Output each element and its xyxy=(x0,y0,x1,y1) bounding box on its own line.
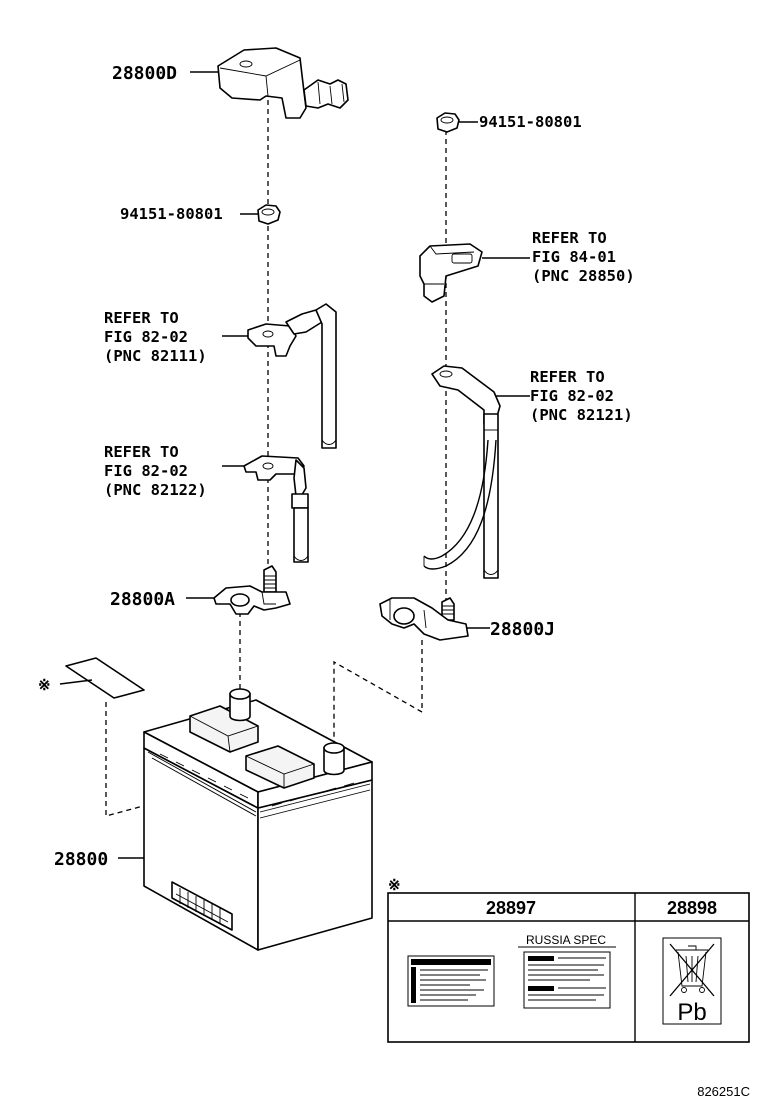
right-terminal-to-battery-line xyxy=(333,640,423,742)
terminal-cover-28800D[interactable] xyxy=(217,47,349,119)
nut-left[interactable] xyxy=(257,204,281,225)
ref-28850-line1: REFER TO xyxy=(532,229,607,247)
label-28800A: 28800A xyxy=(110,589,175,610)
ref-82111-line3: (PNC 82111) xyxy=(104,347,207,365)
nut-right[interactable] xyxy=(436,112,460,133)
table-header-28897: 28897 xyxy=(486,898,536,918)
ref-82122-line1: REFER TO xyxy=(104,443,179,461)
cable-terminal-82111[interactable] xyxy=(247,303,337,449)
ref-28850-line2: FIG 84-01 xyxy=(532,248,616,266)
ref-82121-line1: REFER TO xyxy=(530,368,605,386)
ref-82121-line3: (PNC 82121) xyxy=(530,406,633,424)
sticker-placement-line xyxy=(105,702,263,817)
negative-cable-82121[interactable] xyxy=(423,365,501,579)
table-note-mark: ※ xyxy=(388,876,401,894)
label-28898-recycle[interactable]: Pb xyxy=(662,937,722,1026)
ref-82122-line3: (PNC 82122) xyxy=(104,481,207,499)
battery-sensor-28850[interactable] xyxy=(419,243,483,303)
ref-82111-line2: FIG 82-02 xyxy=(104,328,188,346)
battery-clamp-28800A[interactable] xyxy=(213,565,291,615)
label-28800D: 28800D xyxy=(112,63,177,84)
label-nut-right: 94151-80801 xyxy=(479,113,582,131)
sticker-note-mark: ※ xyxy=(38,676,51,694)
ref-28850-line3: (PNC 28850) xyxy=(532,267,635,285)
cable-terminal-82122[interactable] xyxy=(243,455,309,563)
table-header-28898: 28898 xyxy=(667,898,717,918)
battery-28800[interactable] xyxy=(143,688,373,951)
label-28897-russia[interactable] xyxy=(523,951,611,1009)
battery-clamp-28800J[interactable] xyxy=(379,597,469,641)
label-28800J: 28800J xyxy=(490,619,555,640)
figure-code: 826251C xyxy=(697,1084,750,1099)
caution-label-sticker[interactable] xyxy=(65,657,145,699)
pb-symbol: Pb xyxy=(677,999,706,1026)
ref-82122-line2: FIG 82-02 xyxy=(104,462,188,480)
label-28800: 28800 xyxy=(54,849,108,870)
russia-spec-label: RUSSIA SPEC xyxy=(526,933,606,947)
label-nut-left: 94151-80801 xyxy=(120,205,223,223)
crossed-bin-icon xyxy=(669,943,715,997)
label-28897-standard[interactable] xyxy=(407,955,495,1007)
ref-82111-line1: REFER TO xyxy=(104,309,179,327)
leader-sticker xyxy=(59,679,93,685)
ref-82121-line2: FIG 82-02 xyxy=(530,387,614,405)
